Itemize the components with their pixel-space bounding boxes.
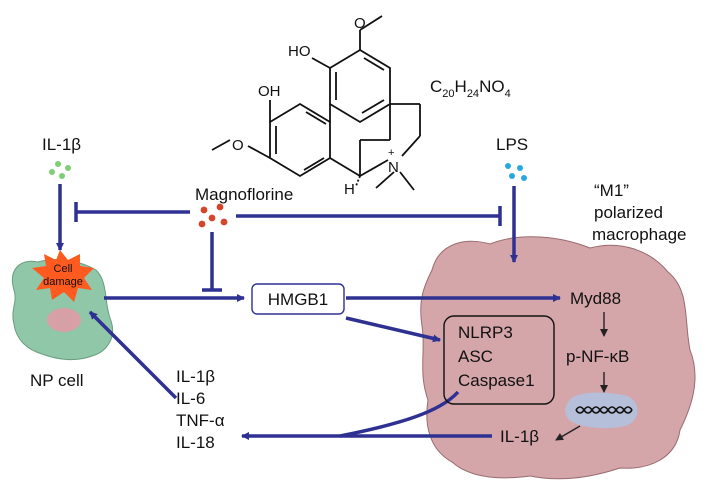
inflammasome-asc: ASC <box>458 347 493 366</box>
formula-o-count: 4 <box>505 88 511 100</box>
inflammasome-box <box>443 315 555 405</box>
arrow-cytokines-to-np <box>88 310 178 400</box>
magnoflorine-label: Magnoflorine <box>195 185 293 204</box>
hmgb1-label: HMGB1 <box>268 290 328 309</box>
cytokine-tnfa: TNF-α <box>176 411 225 430</box>
hmgb1-box <box>251 283 345 315</box>
formula-c: C <box>430 77 442 96</box>
inflammasome-nlrp3: NLRP3 <box>458 323 513 342</box>
arrow-hmgb1-to-nlrp3 <box>345 316 441 343</box>
nitrogen-label: N <box>388 159 399 176</box>
macrophage-line2: polarized <box>594 203 663 222</box>
macrophage-line3: macrophage <box>592 225 687 244</box>
pathway-arrows <box>56 184 561 440</box>
lps-dots <box>505 163 527 181</box>
p-nfkb-label: p-NF-κB <box>566 347 629 366</box>
cytokine-il18: IL-18 <box>176 433 215 452</box>
formula-no: NO <box>479 77 505 96</box>
macrophage-title: “M1” <box>594 181 629 200</box>
magnoflorine-structure <box>211 15 421 191</box>
cell-damage-burst <box>32 250 94 302</box>
formula-h-count: 24 <box>467 88 479 100</box>
n-charge-label: + <box>388 147 394 159</box>
lps-stimulus-label: LPS <box>496 135 528 154</box>
np-cell-nucleus <box>47 308 81 332</box>
oh-left-label: OH <box>258 83 281 100</box>
molecular-formula: C20H24NO4 <box>430 77 511 100</box>
cytokine-il1b: IL-1β <box>176 367 215 386</box>
dna-icon <box>575 406 633 414</box>
o-methoxy-top: O <box>354 15 366 32</box>
hydrogen-label: H <box>344 181 355 198</box>
cell-damage-label-1: Cell <box>54 263 73 275</box>
o-methoxy-left: O <box>232 137 244 154</box>
cell-damage-label-2: damage <box>43 276 83 288</box>
myd88-label: Myd88 <box>570 289 621 308</box>
formula-c-count: 20 <box>442 88 454 100</box>
il1b-stimulus-label: IL-1β <box>42 135 81 154</box>
oh-top-label: HO <box>288 43 311 60</box>
inflammasome-caspase1: Caspase1 <box>458 371 535 390</box>
macrophage-internal-arrows <box>555 312 608 441</box>
il1b-macrophage-label: IL-1β <box>500 427 539 446</box>
magnoflorine-dots <box>198 203 228 228</box>
cytokine-il6: IL-6 <box>176 389 205 408</box>
il1b-dots <box>49 161 71 179</box>
np-cell-label: NP cell <box>30 371 84 390</box>
curve-caspase1-to-output <box>339 390 460 438</box>
formula-h: H <box>455 77 467 96</box>
dna-blob <box>565 392 638 429</box>
